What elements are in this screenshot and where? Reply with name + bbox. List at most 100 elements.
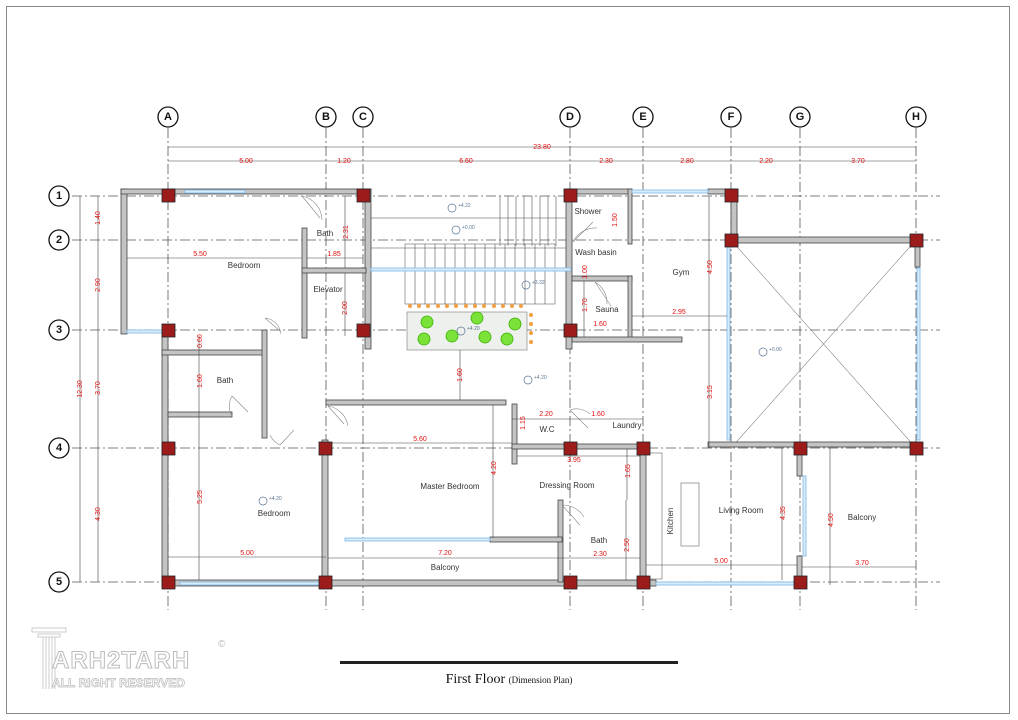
- svg-text:+4.20: +4.20: [534, 375, 547, 381]
- room-label-bath: Bath: [591, 536, 607, 545]
- level-marker-icon: +3.32: [521, 280, 545, 290]
- dim-label: 2.30: [593, 551, 607, 558]
- level-marker-icon: +4.20: [523, 375, 547, 385]
- dim-left: 3.70: [95, 381, 102, 395]
- svg-text:+4.20: +4.20: [269, 496, 282, 502]
- level-marker-icon: +0.00: [758, 347, 782, 357]
- room-label-sauna: Sauna: [595, 305, 619, 314]
- kitchen-counter: [645, 452, 663, 580]
- dim-label: 1.60: [593, 321, 607, 328]
- room-label-master-bedroom: Master Bedroom: [420, 482, 479, 491]
- svg-text:1: 1: [56, 190, 62, 202]
- svg-text:+3.32: +3.32: [532, 280, 545, 286]
- dim-label: 5.00: [240, 550, 254, 557]
- structural-columns: [161, 188, 924, 590]
- grid-bubble-b: B: [315, 106, 337, 128]
- svg-text:3: 3: [56, 324, 62, 336]
- svg-text:A: A: [164, 111, 172, 123]
- dim-label: 1.00: [582, 265, 589, 279]
- grid-bubble-2: 2: [48, 229, 70, 251]
- grid-bubble-3: 3: [48, 319, 70, 341]
- room-label-kitchen: Kitchen: [666, 508, 675, 535]
- svg-text:F: F: [728, 111, 735, 123]
- grid-bubble-e: E: [632, 106, 654, 128]
- dim-label: 4.50: [707, 260, 714, 274]
- dim-top: 2.30: [599, 158, 613, 165]
- dim-label: 7.20: [438, 550, 452, 557]
- room-label-gym: Gym: [673, 268, 690, 277]
- dim-left: 4.30: [95, 507, 102, 521]
- room-label-balcony: Balcony: [431, 563, 459, 572]
- svg-text:D: D: [566, 111, 574, 123]
- dim-label: 1.70: [582, 298, 589, 312]
- dim-left: 1.40: [95, 211, 102, 225]
- svg-text:+0.00: +0.00: [769, 347, 782, 353]
- dim-top: 6.60: [459, 158, 473, 165]
- grid-bubble-5: 5: [48, 571, 70, 593]
- svg-text:C: C: [359, 111, 367, 123]
- dim-label: 5.25: [197, 490, 204, 504]
- room-label-balcony: Balcony: [848, 513, 876, 522]
- dim-label: 3.95: [567, 457, 581, 464]
- dim-label: 0.60: [197, 334, 204, 348]
- dim-label: 2.31: [343, 225, 350, 239]
- svg-text:+4.20: +4.20: [467, 326, 480, 332]
- logo-rights: ALL RIGHT RESERVED: [52, 676, 186, 691]
- grid-bubble-d: D: [559, 106, 581, 128]
- light-fixture-icons: [408, 304, 533, 344]
- dim-label: 1.15: [520, 416, 527, 430]
- room-label-bath: Bath: [317, 229, 333, 238]
- room-label-bedroom: Bedroom: [258, 509, 291, 518]
- dim-top: 2.80: [680, 158, 694, 165]
- grid-bubble-f: F: [720, 106, 742, 128]
- room-label-laundry: Laundry: [613, 421, 642, 430]
- dim-total-height: 12.30: [77, 380, 84, 398]
- watermark-logo: ARH2TARH ALL RIGHT RESERVED ©: [30, 625, 230, 695]
- drawing-title-main: First Floor: [445, 672, 506, 687]
- dim-label: 1.60: [197, 374, 204, 388]
- copyright-icon: ©: [218, 639, 226, 650]
- level-markers: +4.22 +0.00 +3.32 +4.20 +4.20 +0.00 +4.2…: [258, 203, 782, 506]
- drawing-frame: [6, 6, 1010, 714]
- dim-label: 3.15: [707, 385, 714, 399]
- dim-label: 2.50: [624, 538, 631, 552]
- void-opening: [730, 239, 917, 449]
- title-underline: [340, 661, 678, 664]
- column-logo-icon: [31, 627, 67, 689]
- grid-bubble-a: A: [157, 106, 179, 128]
- svg-text:5: 5: [56, 576, 62, 588]
- plant-icons: [417, 311, 522, 346]
- grid-bubble-1: 1: [48, 185, 70, 207]
- dim-label: 2.95: [672, 309, 686, 316]
- dim-total-width: 23.80: [533, 144, 551, 151]
- svg-text:H: H: [912, 111, 920, 123]
- logo-name: ARH2TARH: [51, 647, 191, 675]
- grid-column-bubbles: A B C D E F G H: [157, 106, 927, 128]
- level-marker-icon: +0.00: [451, 225, 475, 235]
- dim-label: 1.65: [625, 464, 632, 478]
- dim-label: 1.50: [612, 213, 619, 227]
- dim-label: 2.00: [342, 301, 349, 315]
- room-label-wc: W.C: [539, 425, 554, 434]
- dim-label: 1.85: [327, 251, 341, 258]
- room-label-dressing-room: Dressing Room: [539, 481, 594, 490]
- staircase: [369, 196, 571, 351]
- dim-label: 4.35: [780, 506, 787, 520]
- dim-label: 5.00: [714, 558, 728, 565]
- interior-dimension-lines: [127, 196, 916, 585]
- svg-text:+0.00: +0.00: [462, 225, 475, 231]
- room-label-living-room: Living Room: [719, 506, 764, 515]
- kitchen-island: [680, 482, 700, 547]
- level-marker-icon: +4.22: [447, 203, 471, 213]
- dim-label: 4.50: [828, 513, 835, 527]
- room-label-bath: Bath: [217, 376, 233, 385]
- windows: [126, 189, 921, 586]
- grid-bubble-c: C: [352, 106, 374, 128]
- dim-label: 1.60: [457, 368, 464, 382]
- dim-label: 2.20: [539, 411, 553, 418]
- walls: [120, 188, 921, 587]
- grid-bubble-h: H: [905, 106, 927, 128]
- svg-text:E: E: [639, 111, 646, 123]
- dim-top: 3.70: [851, 158, 865, 165]
